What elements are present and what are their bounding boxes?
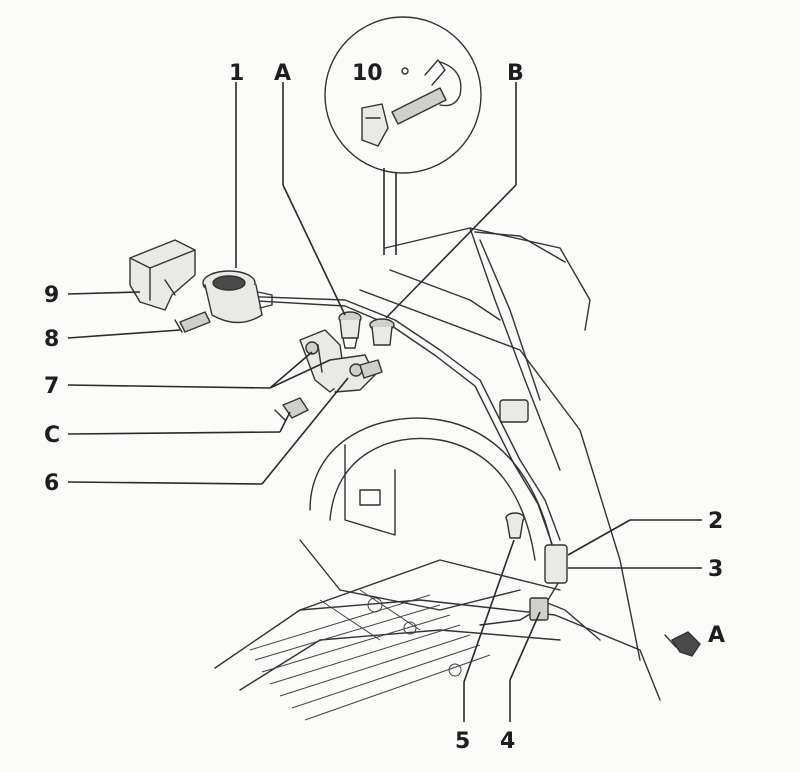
- label-8: 8: [44, 327, 59, 352]
- label-1: 1: [229, 61, 244, 86]
- label-C: C: [44, 423, 60, 448]
- nut-part-C: [274, 397, 309, 421]
- label-7: 7: [44, 374, 59, 399]
- label-A-top: A: [274, 61, 291, 86]
- detail-magnifier-circle: [324, 16, 482, 174]
- grommet-B: [369, 318, 395, 346]
- clip-part-5: [505, 512, 525, 539]
- label-5: 5: [455, 729, 470, 754]
- screw-part-8: [174, 311, 211, 333]
- label-10: 10: [352, 61, 383, 86]
- label-view-A: A: [708, 623, 725, 648]
- cover-cap-part-9: [129, 239, 196, 311]
- callout-labels: 1 A 10 B 9 8 7 C 6 2 3 5 4 A: [44, 61, 725, 754]
- bracket-assembly: [299, 329, 383, 393]
- label-6: 6: [44, 471, 59, 496]
- label-9: 9: [44, 283, 59, 308]
- label-4: 4: [500, 729, 515, 754]
- vehicle-body-outline: [214, 227, 661, 701]
- cylinder-unit-part-1: [202, 270, 273, 324]
- grommet-A: [338, 311, 362, 349]
- label-3: 3: [708, 557, 723, 582]
- wiring-harness: [234, 295, 601, 641]
- luggage-floor-ribs: [249, 589, 491, 721]
- label-B: B: [507, 61, 524, 86]
- view-direction-arrow: [664, 631, 701, 657]
- label-2: 2: [708, 509, 723, 534]
- leader-lines: [67, 82, 702, 722]
